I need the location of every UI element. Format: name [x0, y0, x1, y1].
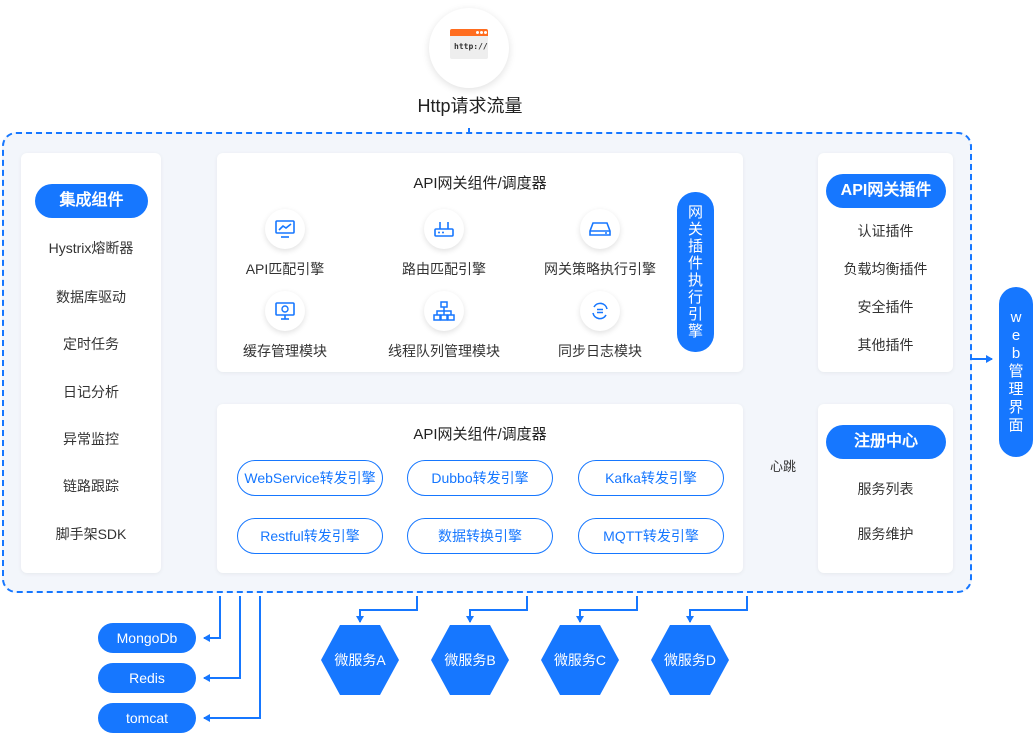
gateway-scheduler-bottom: API网关组件/调度器 WebService转发引擎 Dubbo转发引擎 Kaf… [217, 404, 743, 573]
web-admin-char: b [1011, 345, 1021, 362]
store-mongodb: MongoDb [98, 623, 196, 653]
module-policy-engine: 网关策略执行引擎 [535, 209, 665, 279]
integration-item-log-analysis: 日记分析 [63, 384, 119, 400]
gateway-bottom-title: API网关组件/调度器 [413, 426, 547, 443]
plugin-item-security: 安全插件 [857, 299, 914, 315]
engine-data-transform: 数据转换引擎 [407, 518, 553, 554]
web-admin-char: w [1010, 309, 1022, 326]
hard-drive-icon [580, 209, 620, 249]
registry-panel: 注册中心 服务列表 服务维护 [818, 404, 953, 573]
web-admin-char: e [1011, 327, 1021, 344]
microservice-label: 微服务A [334, 652, 386, 668]
integration-item-exception-monitor: 异常监控 [63, 431, 119, 447]
router-icon [424, 209, 464, 249]
microservice-c: 微服务C [540, 624, 620, 696]
browser-window-icon: http:// [450, 29, 488, 59]
integration-item-tracing: 链路跟踪 [63, 478, 119, 494]
microservice-label: 微服务D [663, 652, 717, 668]
module-label: 线程队列管理模块 [388, 343, 500, 359]
microservice-label: 微服务C [553, 652, 607, 668]
registry-item-service-list: 服务列表 [857, 481, 914, 497]
plugins-title: API网关插件 [826, 174, 946, 208]
engine-kafka: Kafka转发引擎 [578, 460, 724, 496]
plugin-item-other: 其他插件 [857, 337, 914, 353]
store-tomcat: tomcat [98, 703, 196, 733]
plugin-engine-char: 件 [687, 255, 703, 272]
integration-item-db-driver: 数据库驱动 [56, 289, 126, 305]
web-admin-char: 面 [1008, 417, 1024, 434]
integration-item-scheduled-task: 定时任务 [63, 336, 119, 352]
module-route-matching: 路由匹配引擎 [379, 209, 509, 279]
plugin-item-load-balance: 负载均衡插件 [843, 261, 928, 277]
web-admin-char: 管 [1008, 363, 1024, 380]
plugin-engine-char: 引 [687, 306, 703, 323]
engine-webservice: WebService转发引擎 [237, 460, 383, 496]
module-sync-log: 同步日志模块 [535, 291, 665, 361]
integration-panel: 集成组件 Hystrix熔断器 数据库驱动 定时任务 日记分析 异常监控 链路跟… [21, 153, 161, 573]
browser-url-text: http:// [454, 42, 488, 51]
browser-title-bar [450, 29, 488, 36]
http-traffic-label: Http请求流量 [417, 96, 523, 116]
module-label: 缓存管理模块 [243, 343, 327, 359]
monitor-chart-icon [265, 209, 305, 249]
microservice-b: 微服务B [430, 624, 510, 696]
http-source-node: http:// [429, 8, 509, 88]
web-admin-char: 理 [1008, 381, 1024, 398]
module-label: 同步日志模块 [558, 343, 642, 359]
integration-title: 集成组件 [35, 184, 148, 218]
integration-item-sdk: 脚手架SDK [55, 526, 127, 542]
store-redis: Redis [98, 663, 196, 693]
microservice-label: 微服务B [444, 652, 496, 668]
gateway-scheduler-top: API网关组件/调度器 API匹配引擎 路由匹配引擎 网关策略执行引擎 缓存管理… [217, 153, 743, 372]
registry-item-service-maintenance: 服务维护 [857, 526, 914, 542]
network-tree-icon [424, 291, 464, 331]
module-label: 路由匹配引擎 [402, 261, 486, 277]
plugin-engine-char: 关 [687, 221, 703, 238]
web-admin-char: 界 [1008, 399, 1024, 416]
engine-restful: Restful转发引擎 [237, 518, 383, 554]
plugin-engine-char: 行 [687, 289, 703, 306]
microservice-a: 微服务A [320, 624, 400, 696]
plugins-panel: API网关插件 认证插件 负载均衡插件 安全插件 其他插件 [818, 153, 953, 372]
microservice-d: 微服务D [650, 624, 730, 696]
module-thread-queue: 线程队列管理模块 [379, 291, 509, 361]
cache-monitor-icon [265, 291, 305, 331]
plugin-engine-char: 网 [687, 204, 703, 221]
plugin-engine-char: 执 [687, 272, 703, 289]
registry-title: 注册中心 [826, 425, 946, 459]
plugin-engine-char: 插 [687, 238, 703, 255]
engine-dubbo: Dubbo转发引擎 [407, 460, 553, 496]
heartbeat-label: 心跳 [769, 459, 796, 474]
module-cache-management: 缓存管理模块 [220, 291, 350, 361]
module-label: 网关策略执行引擎 [544, 261, 656, 277]
module-api-matching: API匹配引擎 [220, 209, 350, 279]
integration-item-hystrix: Hystrix熔断器 [48, 240, 134, 256]
gateway-top-title: API网关组件/调度器 [413, 175, 547, 192]
plugin-engine-char: 擎 [687, 323, 703, 340]
engine-mqtt: MQTT转发引擎 [578, 518, 724, 554]
plugin-execution-engine: 网关插件执行引擎 [677, 192, 714, 352]
plugin-item-auth: 认证插件 [857, 223, 914, 239]
module-label: API匹配引擎 [245, 261, 325, 277]
sync-log-icon [580, 291, 620, 331]
